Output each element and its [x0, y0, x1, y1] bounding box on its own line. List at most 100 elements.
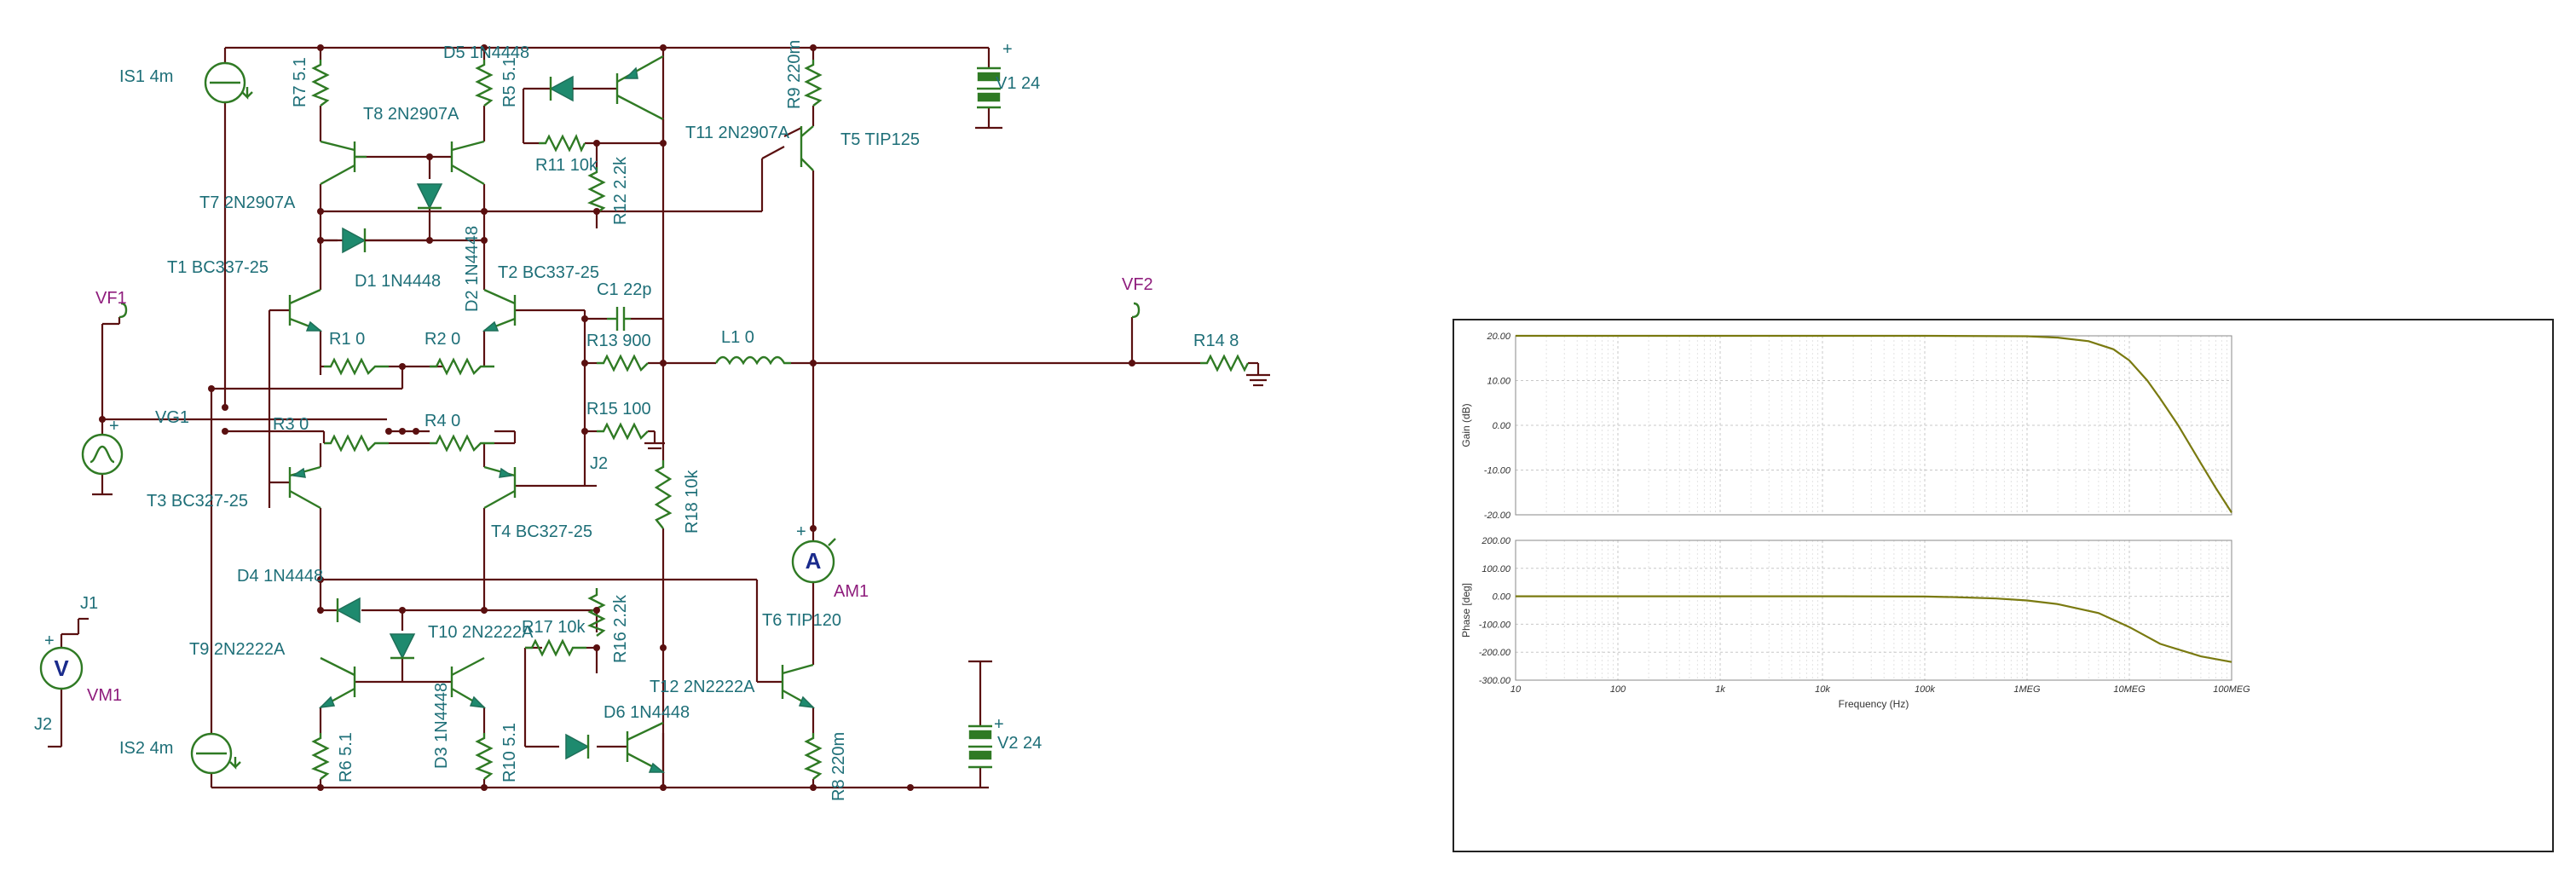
label-vg1: VG1 — [155, 408, 189, 427]
label-t5: T5 TIP125 — [840, 130, 920, 149]
label-d4: D4 1N4448 — [237, 567, 323, 586]
label-c1: C1 22p — [597, 280, 652, 299]
component-labels: IS1 4m IS2 4m R7 5.1 R5 5.1 R9 220m R8 2… — [34, 40, 1239, 801]
ammeter-am1-icon: A — [791, 538, 836, 584]
diode-d4-icon — [336, 597, 361, 624]
phase-panel: 200.00100.000.00-100.00-200.00-300.00Pha… — [1460, 536, 2232, 686]
xtick-label: 10MEG — [2113, 684, 2146, 695]
xtick-label: 100k — [1915, 684, 1935, 695]
circuit-schematic: + + + A + V + IS1 4m IS2 — [34, 40, 1270, 801]
label-t10: T10 2N2222A — [428, 623, 534, 642]
resistor-r8 — [804, 733, 823, 780]
resistor-r12 — [587, 167, 606, 214]
phase-ytick-label: 200.00 — [1481, 536, 1511, 546]
phase-frame — [1515, 540, 2232, 681]
transistor-t11-icon — [615, 55, 665, 143]
label-r11: R11 10k — [535, 156, 598, 175]
resistor-r5 — [475, 60, 494, 107]
label-t1: T1 BC337-25 — [167, 258, 269, 277]
label-t9: T9 2N2222A — [189, 640, 286, 659]
label-v1: V1 24 — [996, 74, 1040, 93]
transistor-t6-icon — [781, 663, 816, 709]
label-t6: T6 TIP120 — [762, 611, 841, 630]
xtick-label: 1MEG — [2013, 684, 2041, 695]
label-r18: R18 10k — [683, 470, 702, 534]
label-r14: R14 8 — [1193, 332, 1239, 350]
probe-vf2-icon — [1131, 302, 1141, 319]
label-vf1: VF1 — [95, 289, 127, 308]
diodes — [336, 75, 593, 760]
resistor-r6 — [311, 733, 330, 780]
diode-d2-icon — [416, 183, 443, 210]
label-d5: D5 1N4448 — [443, 43, 529, 62]
label-d1: D1 1N4448 — [355, 272, 441, 291]
xtick-label: 100MEG — [2213, 684, 2250, 695]
voltmeter-vm1-icon: V — [39, 646, 84, 690]
resistor-r4 — [430, 434, 494, 453]
gain-ytick-label: -20.00 — [1484, 511, 1511, 521]
gain-ytick-label: 0.00 — [1493, 421, 1511, 431]
svg-text:+: + — [1002, 40, 1013, 59]
label-r6: R6 5.1 — [337, 732, 355, 782]
label-r5: R5 5.1 — [500, 57, 519, 107]
phase-ytick-label: -300.00 — [1479, 676, 1511, 686]
resistor-r17 — [525, 638, 586, 657]
label-r8: R8 220m — [829, 732, 848, 801]
battery-v1-icon — [977, 66, 1001, 109]
xtick-label: 1k — [1715, 684, 1725, 695]
label-r9: R9 220m — [785, 40, 804, 109]
svg-text:V: V — [54, 655, 69, 681]
svg-text:+: + — [109, 417, 119, 436]
transistor-t5-icon — [800, 125, 814, 171]
current-source-is1-icon — [204, 61, 253, 104]
transistor-t4-icon — [483, 465, 517, 510]
label-vm1: VM1 — [87, 686, 122, 705]
phase-ytick-label: 0.00 — [1493, 592, 1511, 603]
label-t2: T2 BC337-25 — [498, 263, 599, 282]
gain-ytick-label: 10.00 — [1487, 377, 1510, 387]
phase-curve — [1516, 595, 2232, 663]
transistor-t12-icon — [626, 721, 666, 774]
probe-labels: VF1 VF2 AM1 VM1 — [87, 275, 1153, 705]
label-d2: D2 1N4448 — [463, 226, 482, 312]
diode-d1-icon — [342, 227, 430, 254]
phase-ytick-label: 100.00 — [1481, 564, 1511, 574]
inductor-l1 — [714, 355, 791, 366]
svg-text:A: A — [806, 548, 822, 574]
label-is1: IS1 4m — [119, 67, 173, 86]
gain-ytick-label: 20.00 — [1486, 332, 1510, 342]
resistor-r11 — [539, 134, 586, 153]
capacitor-c1 — [607, 307, 631, 331]
diode-d3-icon — [389, 633, 416, 660]
label-r16: R16 2.2k — [611, 594, 630, 663]
current-source-is2-icon — [190, 732, 241, 775]
xtick-label: 10k — [1815, 684, 1830, 695]
resistor-r1 — [324, 357, 389, 376]
label-t3: T3 BC327-25 — [147, 492, 248, 511]
label-r13: R13 900 — [586, 332, 651, 350]
label-r15: R15 100 — [586, 400, 651, 418]
label-r4: R4 0 — [425, 412, 460, 430]
resistor-r7 — [311, 60, 330, 107]
label-r3: R3 0 — [273, 415, 309, 434]
label-t12: T12 2N2222A — [650, 678, 755, 696]
label-is2: IS2 4m — [119, 739, 173, 758]
probe-vf1-icon — [118, 302, 128, 319]
resistor-r14 — [1200, 354, 1250, 372]
xtick-label: 100 — [1610, 684, 1626, 695]
label-r17: R17 10k — [522, 618, 586, 637]
label-t4: T4 BC327-25 — [491, 522, 592, 541]
label-v2: V2 24 — [997, 734, 1042, 753]
label-r12: R12 2.2k — [611, 156, 630, 225]
label-r2: R2 0 — [425, 330, 460, 349]
resistor-r2 — [430, 357, 494, 376]
xlabel: Frequency (Hz) — [1839, 698, 1909, 710]
gain-ylabel: Gain (dB) — [1460, 403, 1472, 447]
diode-d6-icon — [565, 733, 590, 760]
phase-ytick-label: -100.00 — [1479, 620, 1511, 630]
diode-d5-icon — [549, 75, 593, 102]
